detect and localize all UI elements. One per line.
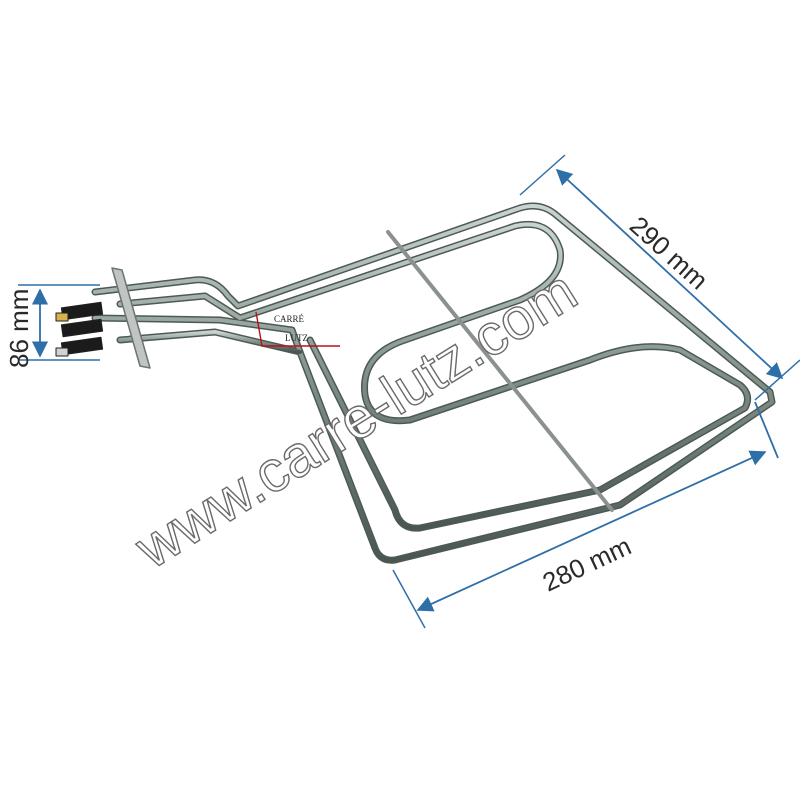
- logo-line2: LUTZ: [285, 333, 308, 343]
- height-label: 86 mm: [4, 289, 34, 368]
- logo-line1: CARRÉ: [274, 314, 305, 324]
- logo-stamp: CARRÉ LUTZ: [255, 311, 340, 347]
- mounting-bracket: [111, 267, 151, 369]
- dimension-height: 86 mm: [4, 284, 100, 368]
- terminals: [55, 301, 104, 357]
- width-label: 280 mm: [538, 531, 636, 598]
